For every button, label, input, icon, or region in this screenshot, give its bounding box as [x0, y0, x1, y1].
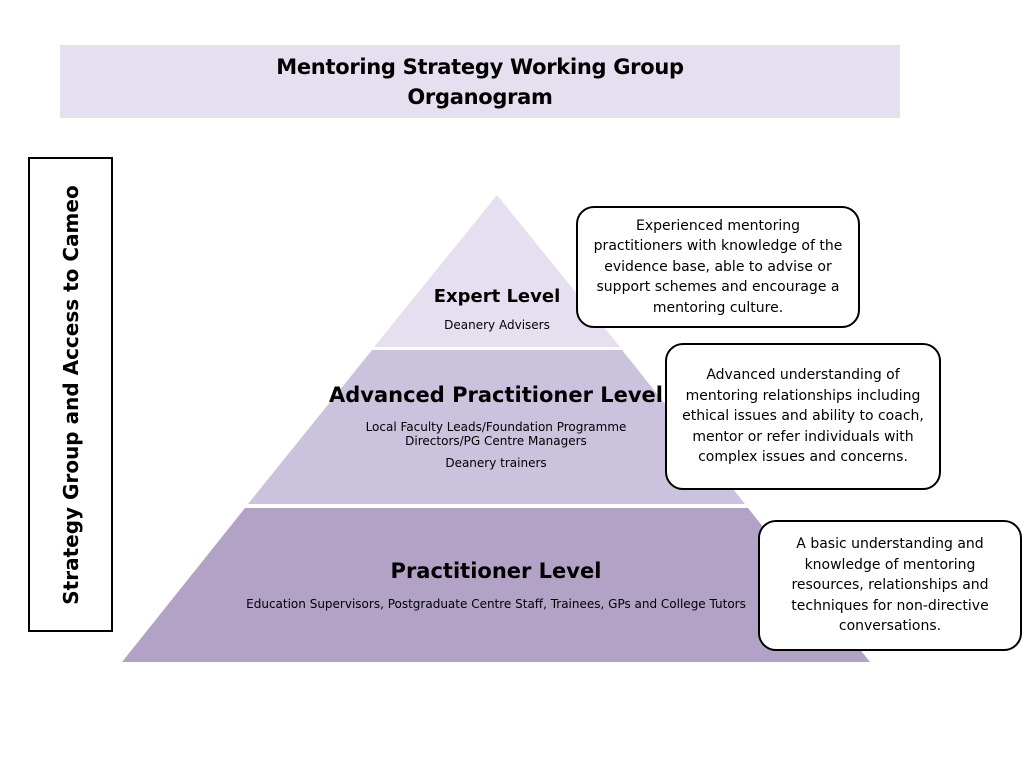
tier-advanced-line: Deanery trainers: [445, 456, 547, 470]
tier-expert-line: Deanery Advisers: [444, 318, 550, 332]
tier-expert-title: Expert Level: [433, 286, 561, 307]
practitioner-description: A basic understanding and knowledge of m…: [791, 536, 989, 635]
tier-advanced-shape: [248, 350, 745, 504]
tier-practitioner-text: Practitioner Level Education Supervisors…: [196, 557, 796, 611]
title-line-1: Mentoring Strategy Working Group: [276, 54, 684, 79]
tier-advanced-line: Local Faculty Leads/Foundation Programme: [365, 420, 627, 434]
title-line-2: Organogram: [407, 84, 553, 109]
tier-advanced-text: Advanced Practitioner Level Local Facult…: [306, 381, 686, 470]
expert-description: Experienced mentoring practitioners with…: [593, 217, 843, 316]
expert-description-box: Experienced mentoring practitioners with…: [576, 206, 860, 328]
tier-advanced-line: Directors/PG Centre Managers: [405, 434, 587, 448]
advanced-description: Advanced understanding of mentoring rela…: [682, 367, 924, 466]
practitioner-description-box: A basic understanding and knowledge of m…: [758, 520, 1022, 651]
tier-practitioner-line: Education Supervisors, Postgraduate Cent…: [246, 597, 746, 611]
title-banner: Mentoring Strategy Working Group Organog…: [60, 45, 900, 118]
advanced-description-box: Advanced understanding of mentoring rela…: [665, 343, 941, 490]
tier-practitioner-title: Practitioner Level: [390, 559, 602, 583]
tier-expert-shape: [374, 195, 620, 347]
tier-expert-text: Expert Level Deanery Advisers: [397, 285, 597, 332]
tier-advanced-title: Advanced Practitioner Level: [328, 383, 663, 407]
tier-practitioner-shape: [122, 508, 870, 662]
side-label-box: Strategy Group and Access to Cameo: [28, 157, 113, 632]
